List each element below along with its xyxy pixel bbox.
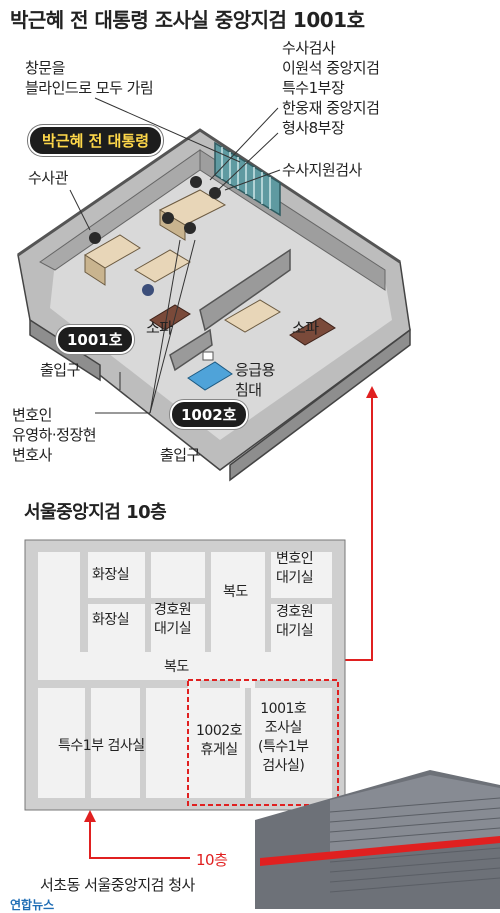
emergency-bed-line-1: 응급용	[235, 361, 275, 379]
building-windows	[329, 797, 500, 893]
room-1001-plan-line-2: 조사실	[264, 720, 303, 736]
sofa-1001	[149, 304, 191, 331]
room-1001-plan-line-3: (특수1부	[258, 739, 309, 755]
guard-waiting-left-line-1: 경호원	[154, 602, 192, 618]
exit-1002-label: 출입구	[160, 446, 200, 464]
prosecutors-line-4: 한웅재 중앙지검	[282, 99, 380, 117]
floor-plan-title: 서울중앙지검 10층	[24, 502, 167, 523]
lawyer-waiting-label: 변호인 대기실	[276, 550, 314, 588]
arrow-up-right	[366, 386, 378, 398]
lawyers-line-2: 유영하·정장현	[12, 426, 97, 444]
guard-waiting-left-line-2: 대기실	[154, 621, 192, 637]
leader-lines	[69, 97, 281, 414]
investigator-label: 수사관	[28, 169, 68, 187]
prosecutors-line-5: 형사8부장	[282, 119, 345, 137]
hallway-main-label: 복도	[164, 659, 189, 675]
lawyers-line-3: 변호사	[12, 446, 52, 464]
support-figure	[142, 284, 154, 296]
lounge-1002-line-1: 1002호	[196, 723, 243, 739]
floor-10-highlight	[260, 836, 500, 866]
emergency-bed-line-2: 침대	[235, 381, 262, 399]
exit-1001-label: 출입구	[40, 361, 80, 379]
room-1001-plan-line-4: 검사실)	[262, 758, 305, 774]
lawyers-line-1: 변호인	[12, 406, 52, 424]
emergency-bed	[187, 361, 233, 391]
hallway-top-label: 복도	[223, 584, 248, 600]
back-wall-left	[17, 128, 401, 264]
investigator-figure	[89, 232, 101, 244]
window-note: 창문을 블라인드로 모두 가림	[25, 58, 154, 98]
president-figure	[162, 212, 174, 224]
lawyer-figure	[184, 222, 196, 234]
room-1001-plan-label: 1001호 조사실 (특수1부 검사실)	[258, 700, 309, 776]
room-1002-badge: 1002호	[170, 400, 248, 429]
window-note-line-2: 블라인드로 모두 가림	[25, 79, 154, 97]
restroom-1-label: 화장실	[92, 567, 130, 583]
partition-wall-2	[169, 328, 213, 372]
prosecutor-figure-1	[190, 176, 202, 188]
guard-waiting-right-line-1: 경호원	[276, 604, 314, 620]
emergency-bed-label: 응급용 침대	[235, 360, 275, 400]
page-title: 박근혜 전 대통령 조사실 중앙지검 1001호	[10, 8, 365, 32]
room-1001-badge: 1001호	[56, 325, 134, 354]
prosecutors-line-1: 수사검사	[282, 39, 336, 57]
desk-1002	[224, 299, 281, 333]
guard-waiting-right-label: 경호원 대기실	[276, 603, 314, 641]
window-note-line-1: 창문을	[25, 59, 65, 77]
support-desk	[134, 249, 191, 283]
yonhap-logo: 연합뉴스	[10, 898, 55, 912]
sofa-1002	[289, 317, 336, 346]
support-prosecutor-label: 수사지원검사	[282, 161, 362, 179]
lawyer-waiting-line-1: 변호인	[276, 551, 314, 567]
sofa-1002-label: 소파	[292, 319, 319, 337]
arrow-up-left	[84, 810, 96, 822]
sofa-1001-label: 소파	[146, 319, 173, 337]
restroom-2-label: 화장실	[92, 612, 130, 628]
room-1001-plan-line-1: 1001호	[260, 701, 307, 717]
front-wall-right	[229, 328, 411, 482]
lounge-1002-line-2: 휴게실	[200, 742, 238, 758]
lawyer-waiting-line-2: 대기실	[276, 570, 314, 586]
president-tag: 박근혜 전 대통령	[28, 125, 164, 156]
target-rooms-highlight	[187, 679, 339, 806]
prosecutors-line-3: 특수1부장	[282, 79, 345, 97]
lounge-1002-label: 1002호 휴게실	[196, 722, 243, 760]
guard-waiting-left-label: 경호원 대기실	[154, 601, 192, 639]
building-caption: 서초동 서울중앙지검 청사	[40, 876, 195, 894]
lawyers-label: 변호인 유영하·정장현 변호사	[12, 405, 97, 465]
floor-10-label: 10층	[196, 851, 228, 869]
plan-walls	[38, 552, 332, 798]
prosecutors-label: 수사검사 이원석 중앙지검 특수1부장 한웅재 중앙지검 형사8부장	[282, 38, 380, 138]
prosecutors-line-2: 이원석 중앙지검	[282, 59, 380, 77]
window-blinds	[214, 141, 281, 217]
guard-waiting-right-line-2: 대기실	[276, 623, 314, 639]
partition-wall	[199, 248, 291, 332]
special-division-label: 특수1부 검사실	[58, 738, 145, 754]
